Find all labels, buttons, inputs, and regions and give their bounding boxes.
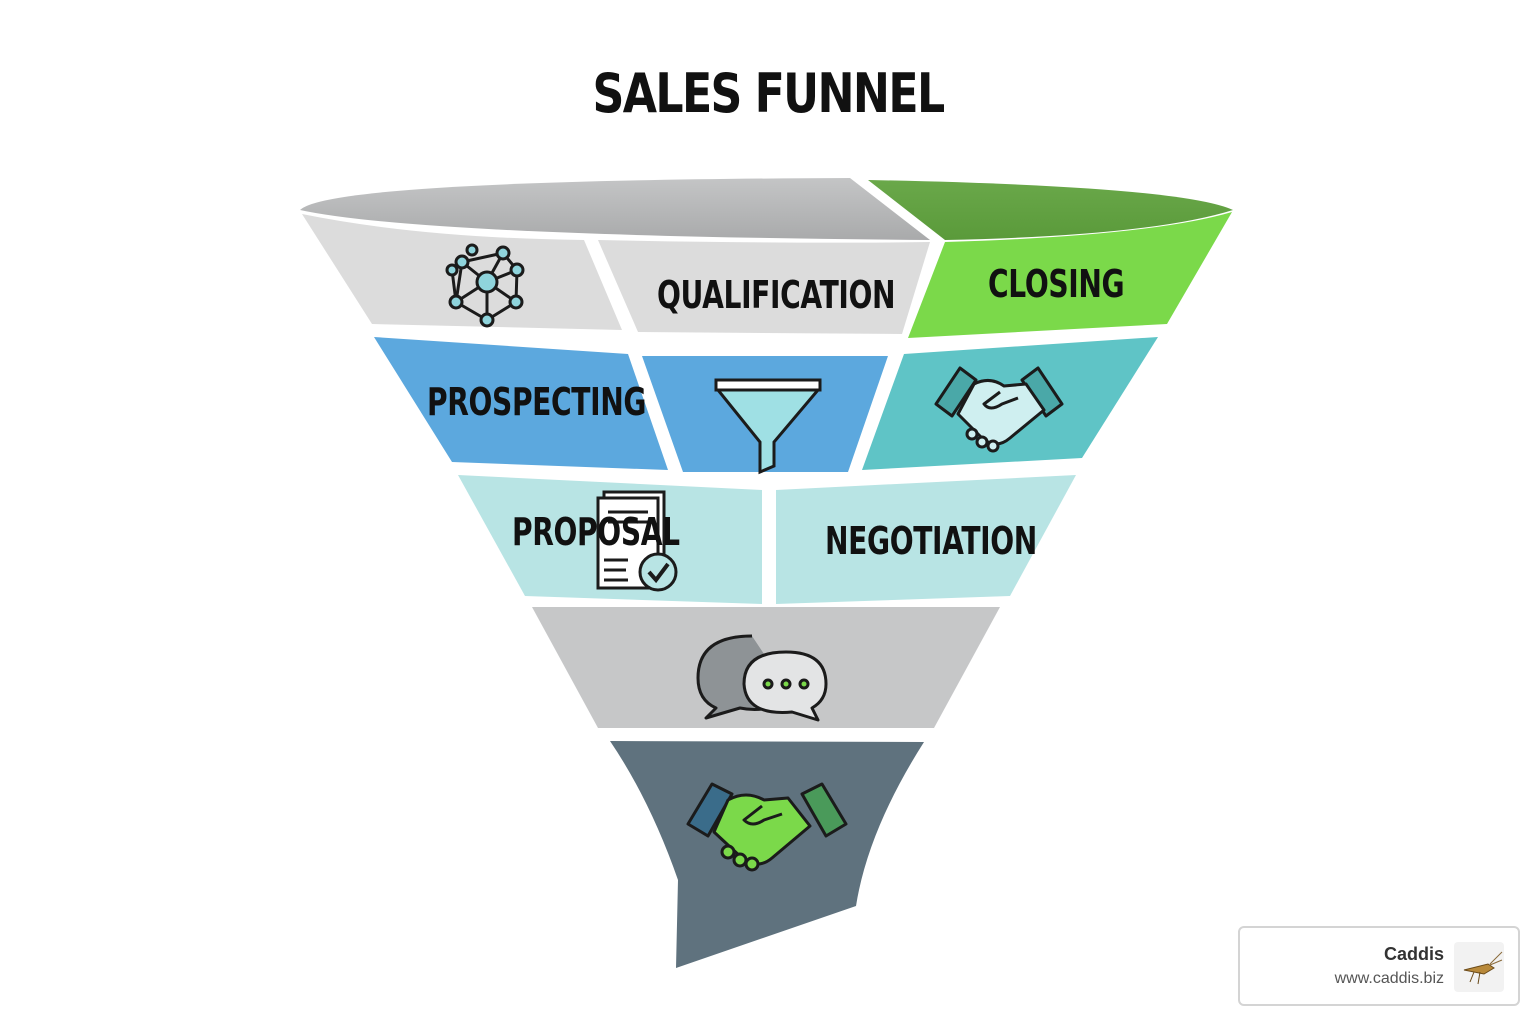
badge-name: Caddis	[1383, 944, 1444, 964]
label-qualification: QUALIFICATION	[657, 273, 896, 317]
chat-bubbles-icon	[696, 634, 828, 722]
page-title: SALES FUNNEL	[592, 62, 945, 125]
label-negotiation: NEGOTIATION	[825, 519, 1037, 563]
funnel-rim-gray	[300, 178, 930, 240]
segment-negotiation	[776, 475, 1076, 604]
segment-closing	[908, 212, 1232, 338]
segment-prospecting	[374, 337, 668, 470]
funnel-icon	[714, 378, 822, 475]
label-prospecting: PROSPECTING	[427, 380, 647, 424]
document-check-icon	[596, 490, 678, 592]
handshake-green-icon	[686, 782, 848, 872]
funnel-rim-green	[868, 180, 1233, 240]
segment-qualification	[598, 240, 930, 334]
network-icon	[445, 243, 525, 328]
badge-url: www.caddis.biz	[1334, 970, 1444, 987]
label-proposal: PROPOSAL	[512, 510, 680, 554]
label-closing: CLOSING	[988, 262, 1125, 306]
caddis-badge[interactable]: Caddis www.caddis.biz	[1238, 926, 1520, 1006]
handshake-icon	[934, 366, 1064, 453]
caddis-fly-icon	[1454, 942, 1504, 992]
